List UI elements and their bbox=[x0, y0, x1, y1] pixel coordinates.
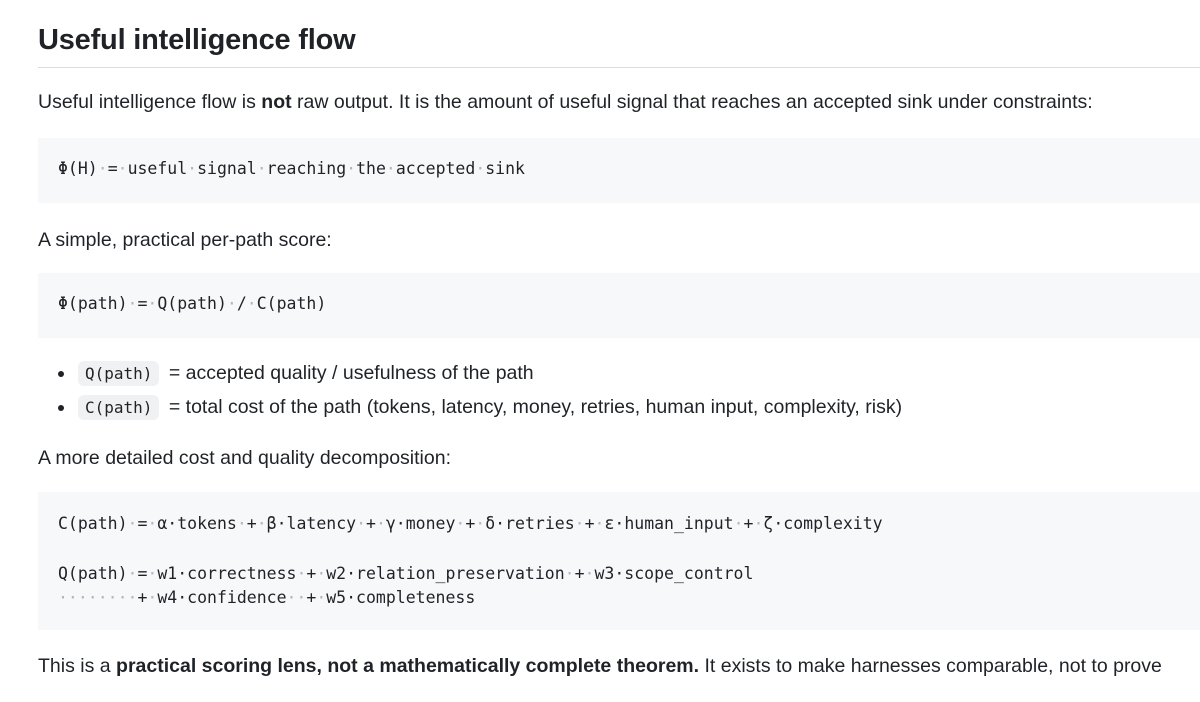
decomposition-paragraph: A more detailed cost and quality decompo… bbox=[38, 447, 451, 469]
whitespace-marker: · bbox=[356, 514, 366, 533]
whitespace-marker: · bbox=[147, 588, 158, 607]
whitespace-marker: · bbox=[375, 514, 386, 533]
intro-bold-not: not bbox=[261, 91, 292, 113]
intro-paragraph: Useful intelligence flow is not raw outp… bbox=[38, 89, 1093, 115]
inline-code-q-path: Q(path) bbox=[78, 361, 160, 386]
whitespace-marker: · bbox=[316, 564, 327, 583]
whitespace-marker: · bbox=[346, 159, 357, 178]
whitespace-marker: · bbox=[147, 514, 158, 533]
whitespace-marker: · bbox=[256, 159, 267, 178]
whitespace-marker: · bbox=[187, 159, 198, 178]
whitespace-marker: · bbox=[226, 294, 237, 313]
whitespace-marker: · bbox=[147, 294, 158, 313]
whitespace-marker: · bbox=[127, 294, 138, 313]
whitespace-marker: · bbox=[574, 514, 585, 533]
whitespace-marker: · bbox=[594, 514, 605, 533]
bullet-dot bbox=[58, 371, 64, 377]
whitespace-marker: · bbox=[564, 564, 575, 583]
list-item-q-path: Q(path) = accepted quality / usefulness … bbox=[38, 358, 902, 392]
whitespace-marker: · bbox=[584, 564, 595, 583]
definition-list: Q(path) = accepted quality / usefulness … bbox=[38, 358, 902, 426]
whitespace-marker: · bbox=[117, 159, 128, 178]
whitespace-marker: · bbox=[296, 564, 307, 583]
code-block-phi-path[interactable]: Φ(path)·=·Q(path)·/·C(path) bbox=[38, 273, 1200, 338]
section-heading: Useful intelligence flow bbox=[38, 24, 356, 56]
code-line: Φ(H)·=·useful·signal·reaching·the·accept… bbox=[58, 159, 525, 178]
code-line: Q(path)·=·w1·correctness·+·w2·relation_p… bbox=[58, 564, 754, 583]
whitespace-marker: · bbox=[455, 514, 466, 533]
heading-divider bbox=[38, 67, 1200, 68]
whitespace-marker: · bbox=[236, 514, 247, 533]
code-line bbox=[58, 539, 68, 558]
whitespace-marker: · bbox=[256, 514, 267, 533]
whitespace-marker: · bbox=[97, 159, 108, 178]
whitespace-marker: · bbox=[733, 514, 744, 533]
inline-code-c-path: C(path) bbox=[78, 395, 160, 420]
closing-text-end: It exists to make harnesses comparable, … bbox=[699, 655, 1162, 677]
list-item-c-path: C(path) = total cost of the path (tokens… bbox=[38, 392, 902, 426]
closing-text-start: This is a bbox=[38, 655, 117, 677]
closing-paragraph: This is a practical scoring lens, not a … bbox=[38, 653, 1162, 679]
intro-text-start: Useful intelligence flow is bbox=[38, 91, 262, 113]
whitespace-marker: ·· bbox=[286, 588, 307, 607]
intro-text-end: raw output. It is the amount of useful s… bbox=[291, 91, 1093, 113]
code-line: Φ(path)·=·Q(path)·/·C(path) bbox=[58, 294, 327, 313]
closing-bold: practical scoring lens, not a mathematic… bbox=[116, 655, 700, 677]
bullet-dot bbox=[58, 405, 64, 411]
whitespace-marker: · bbox=[475, 159, 486, 178]
code-block-decomposition[interactable]: C(path)·=·α·tokens·+·β·latency·+·γ·money… bbox=[38, 492, 1200, 630]
simple-score-paragraph: A simple, practical per-path score: bbox=[38, 229, 332, 251]
whitespace-marker: · bbox=[127, 564, 138, 583]
code-line: ········+·w4·confidence··+·w5·completene… bbox=[58, 588, 476, 607]
whitespace-marker: · bbox=[246, 294, 257, 313]
whitespace-marker: ········ bbox=[58, 588, 138, 607]
whitespace-marker: · bbox=[385, 159, 396, 178]
whitespace-marker: · bbox=[147, 564, 158, 583]
code-block-phi-h[interactable]: Φ(H)·=·useful·signal·reaching·the·accept… bbox=[38, 138, 1200, 203]
code-line: C(path)·=·α·tokens·+·β·latency·+·γ·money… bbox=[58, 514, 883, 533]
list-item-text: = total cost of the path (tokens, latenc… bbox=[168, 396, 903, 418]
whitespace-marker: · bbox=[475, 514, 486, 533]
whitespace-marker: · bbox=[316, 588, 327, 607]
whitespace-marker: · bbox=[127, 514, 138, 533]
whitespace-marker: · bbox=[753, 514, 764, 533]
list-item-text: = accepted quality / usefulness of the p… bbox=[168, 362, 534, 384]
